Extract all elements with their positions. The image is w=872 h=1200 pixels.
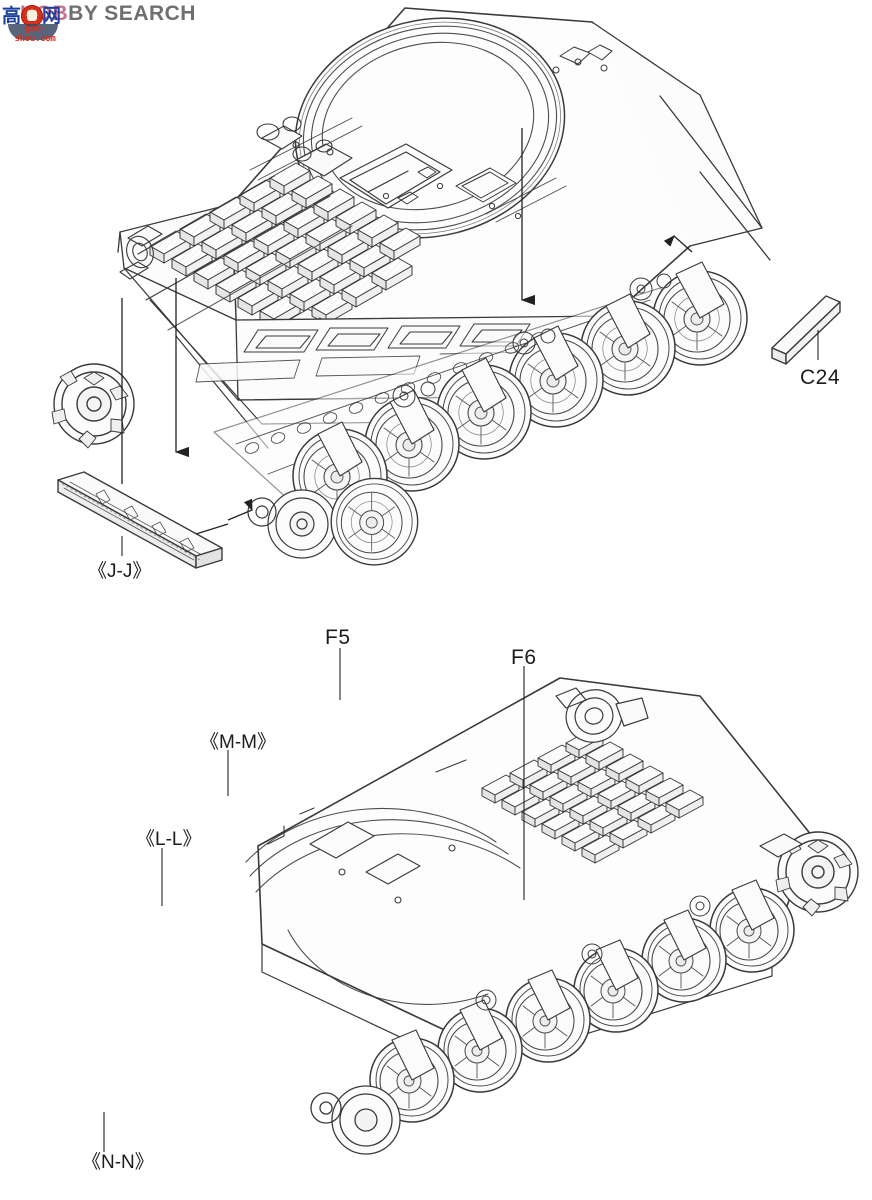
gaoshou-logo: 高 网 gao-shou.com xyxy=(2,4,64,44)
callout-label-section-nn: 《N-N》 xyxy=(82,1152,154,1173)
callout-label-section-jj: 《J-J》 xyxy=(88,561,152,582)
red-seal-icon xyxy=(21,5,43,27)
callout-label-f6: F6 xyxy=(511,646,537,669)
wordmark-suffix: BY SEARCH xyxy=(68,2,196,25)
callout-label-section-ll: 《L-L》 xyxy=(136,829,202,850)
watermark-domain: gao-shou.com xyxy=(14,24,56,44)
chinese-char-gao: 高 xyxy=(2,5,22,27)
watermark: HOBBY SEARCH 高 网 gao-shou.com xyxy=(0,0,260,44)
callout-label-section-mm: 《M-M》 xyxy=(200,732,276,753)
callout-label-f5: F5 xyxy=(325,626,351,649)
chinese-char-wang: 网 xyxy=(42,5,62,27)
globe-icon xyxy=(8,24,58,40)
figure-top-hull-assembly xyxy=(51,7,841,569)
figure-bottom-engine-deck-assembly xyxy=(0,600,872,1200)
callout-label-c24: C24 xyxy=(800,366,841,389)
